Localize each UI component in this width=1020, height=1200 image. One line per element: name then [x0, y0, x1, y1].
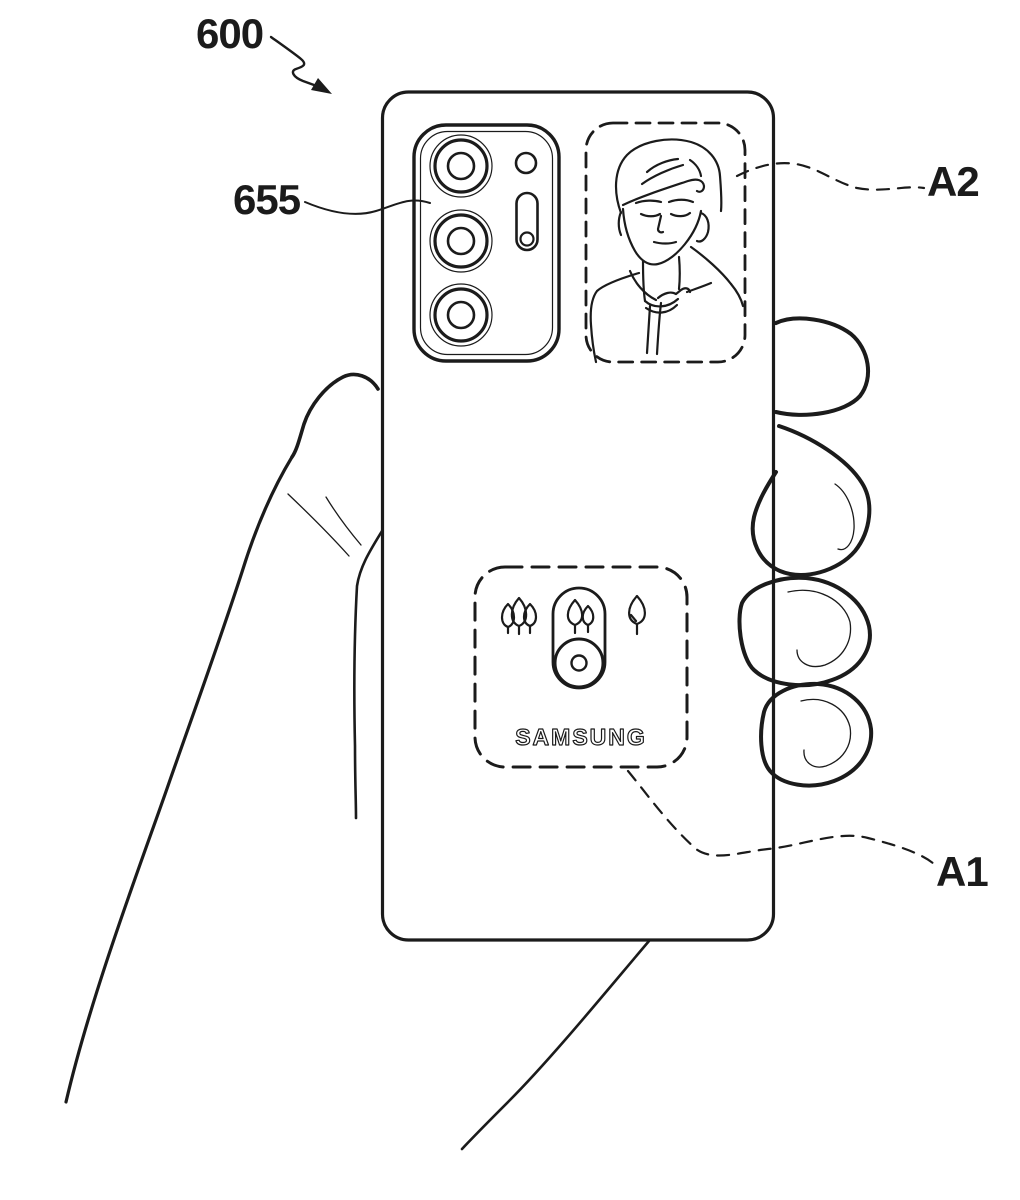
annotations — [269, 35, 936, 866]
thumb — [287, 372, 380, 557]
reference-label-a2: A2 — [927, 158, 980, 205]
camera-lens-2 — [429, 209, 493, 273]
leaf-tree-icon — [628, 594, 646, 636]
label-a1-leader — [626, 769, 936, 866]
hand-outline — [64, 455, 651, 1151]
label-a2-leader — [735, 162, 926, 191]
phone-body — [380, 90, 776, 942]
reference-label-655: 655 — [233, 176, 301, 223]
camera-lens-3 — [429, 283, 493, 347]
ring-finger — [737, 575, 872, 688]
tree-group-icon — [500, 596, 538, 636]
reference-label-a1: A1 — [936, 848, 989, 895]
laser-sensor-icon — [515, 191, 539, 252]
cover-area-a1: SAMSUNG — [473, 565, 689, 769]
label-600-arrow — [269, 35, 332, 94]
camera-module — [412, 123, 561, 363]
flash-led-icon — [514, 151, 538, 175]
camera-viewfinder-icon — [551, 586, 607, 690]
camera-lens-1 — [429, 134, 493, 198]
pinky-finger — [759, 681, 874, 788]
person-portrait-illustration — [589, 138, 745, 364]
reference-label-600: 600 — [196, 10, 264, 57]
middle-finger — [750, 424, 872, 577]
hand-illustration — [64, 316, 874, 1151]
rear-display-area-a2 — [584, 121, 747, 364]
samsung-logo: SAMSUNG — [515, 724, 647, 750]
label-655-leader — [304, 199, 431, 215]
index-finger — [774, 316, 870, 417]
